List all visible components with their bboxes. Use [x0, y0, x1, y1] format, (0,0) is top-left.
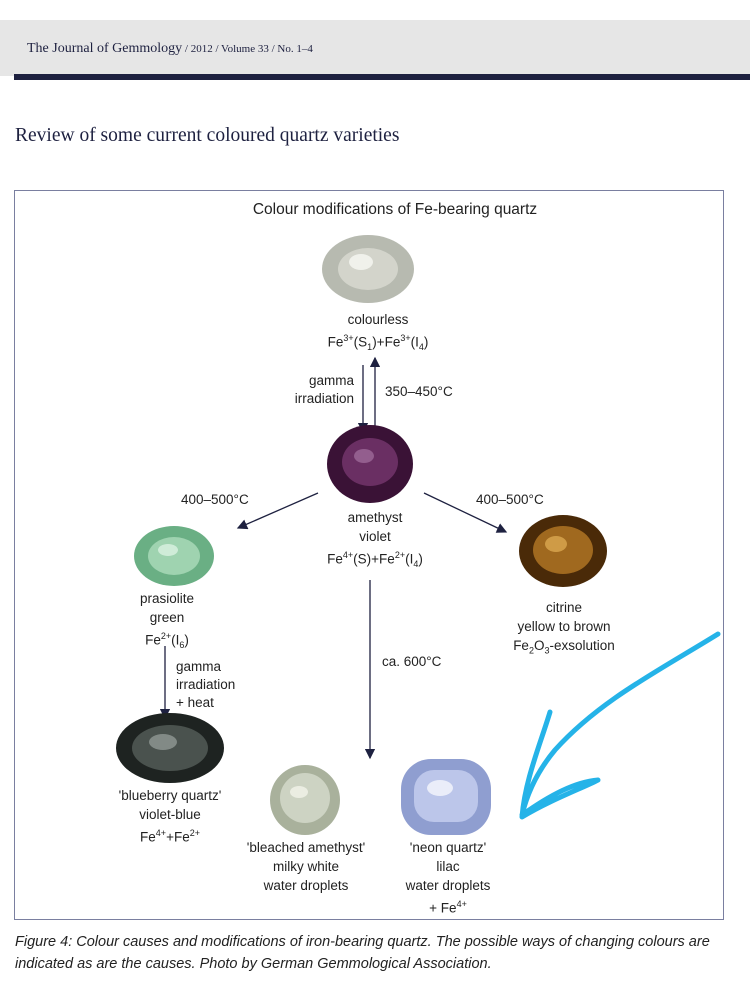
citrine-name: citrine	[545, 600, 582, 615]
figure-title: Colour modifications of Fe-bearing quart…	[20, 201, 750, 219]
label-neon: 'neon quartz' lilac water droplets + Fe4…	[392, 838, 504, 918]
gem-prasiolite-image	[133, 525, 215, 587]
prasiolite-name: prasiolite	[139, 591, 195, 606]
colourless-formula: Fe3+(S1)+Fe3+(I4)	[327, 333, 429, 353]
citrine-formula: Fe2O3-exsolution	[513, 638, 615, 656]
label-prasiolite: prasiolite green Fe2+(I6)	[112, 589, 222, 655]
gamma-2-line1: gamma	[176, 659, 222, 674]
blueberry-colour: violet-blue	[139, 807, 201, 822]
journal-name: The Journal of Gemmology	[27, 41, 183, 56]
figure-caption: Figure 4: Colour causes and modification…	[15, 934, 710, 972]
process-heat-350-450: 350–450°C	[385, 384, 453, 399]
gamma-1-line2: irradiation	[294, 391, 354, 406]
process-gamma-irradiation-heat: gamma irradiation + heat	[176, 658, 235, 712]
amethyst-colour: violet	[359, 529, 391, 544]
neon-note: water droplets	[405, 878, 491, 893]
process-heat-600: ca. 600°C	[382, 654, 442, 669]
neon-colour: lilac	[436, 859, 460, 874]
gem-citrine-image	[518, 514, 608, 588]
prasiolite-colour: green	[149, 610, 185, 625]
prasiolite-formula: Fe2+(I6)	[145, 631, 189, 651]
neon-name: 'neon quartz'	[409, 840, 487, 855]
gem-colourless-image	[321, 234, 415, 304]
label-citrine: citrine yellow to brown Fe2O3-exsolution	[494, 598, 634, 661]
colourless-name: colourless	[347, 312, 409, 327]
citrine-colour: yellow to brown	[517, 619, 611, 634]
journal-citation: The Journal of Gemmology / 2012 / Volume…	[27, 41, 313, 57]
header-rule	[14, 74, 750, 80]
figure-title-text: Colour modifications of Fe-bearing quart…	[252, 201, 538, 218]
blueberry-formula: Fe4++Fe2+	[140, 828, 200, 845]
gamma-1-line1: gamma	[308, 373, 354, 388]
label-bleached: 'bleached amethyst' milky white water dr…	[230, 838, 382, 895]
bleached-name: 'bleached amethyst'	[246, 840, 366, 855]
process-heat-left: 400–500°C	[181, 492, 249, 507]
gem-blueberry-image	[115, 712, 225, 784]
bleached-colour: milky white	[272, 859, 339, 874]
gem-bleached-image	[269, 764, 341, 836]
process-heat-right: 400–500°C	[476, 492, 544, 507]
gamma-2-line3: + heat	[176, 695, 214, 710]
journal-header	[0, 20, 750, 76]
amethyst-name: amethyst	[347, 510, 403, 525]
amethyst-formula: Fe4+(S)+Fe2+(I4)	[327, 550, 423, 570]
gem-amethyst-image	[326, 424, 414, 504]
label-colourless: colourless Fe3+(S1)+Fe3+(I4)	[318, 310, 438, 357]
gamma-2-line2: irradiation	[176, 677, 236, 692]
process-gamma-irradiation: gamma irradiation	[272, 372, 354, 408]
neon-formula: + Fe4+	[429, 899, 467, 916]
label-blueberry: 'blueberry quartz' violet-blue Fe4++Fe2+	[100, 786, 240, 847]
article-title: Review of some current coloured quartz v…	[15, 125, 400, 146]
gem-neon-image	[400, 758, 492, 836]
blueberry-name: 'blueberry quartz'	[118, 788, 222, 803]
journal-meta: / 2012 / Volume 33 / No. 1–4	[182, 43, 313, 55]
bleached-note: water droplets	[263, 878, 349, 893]
label-amethyst: amethyst violet Fe4+(S)+Fe2+(I4)	[310, 508, 440, 574]
